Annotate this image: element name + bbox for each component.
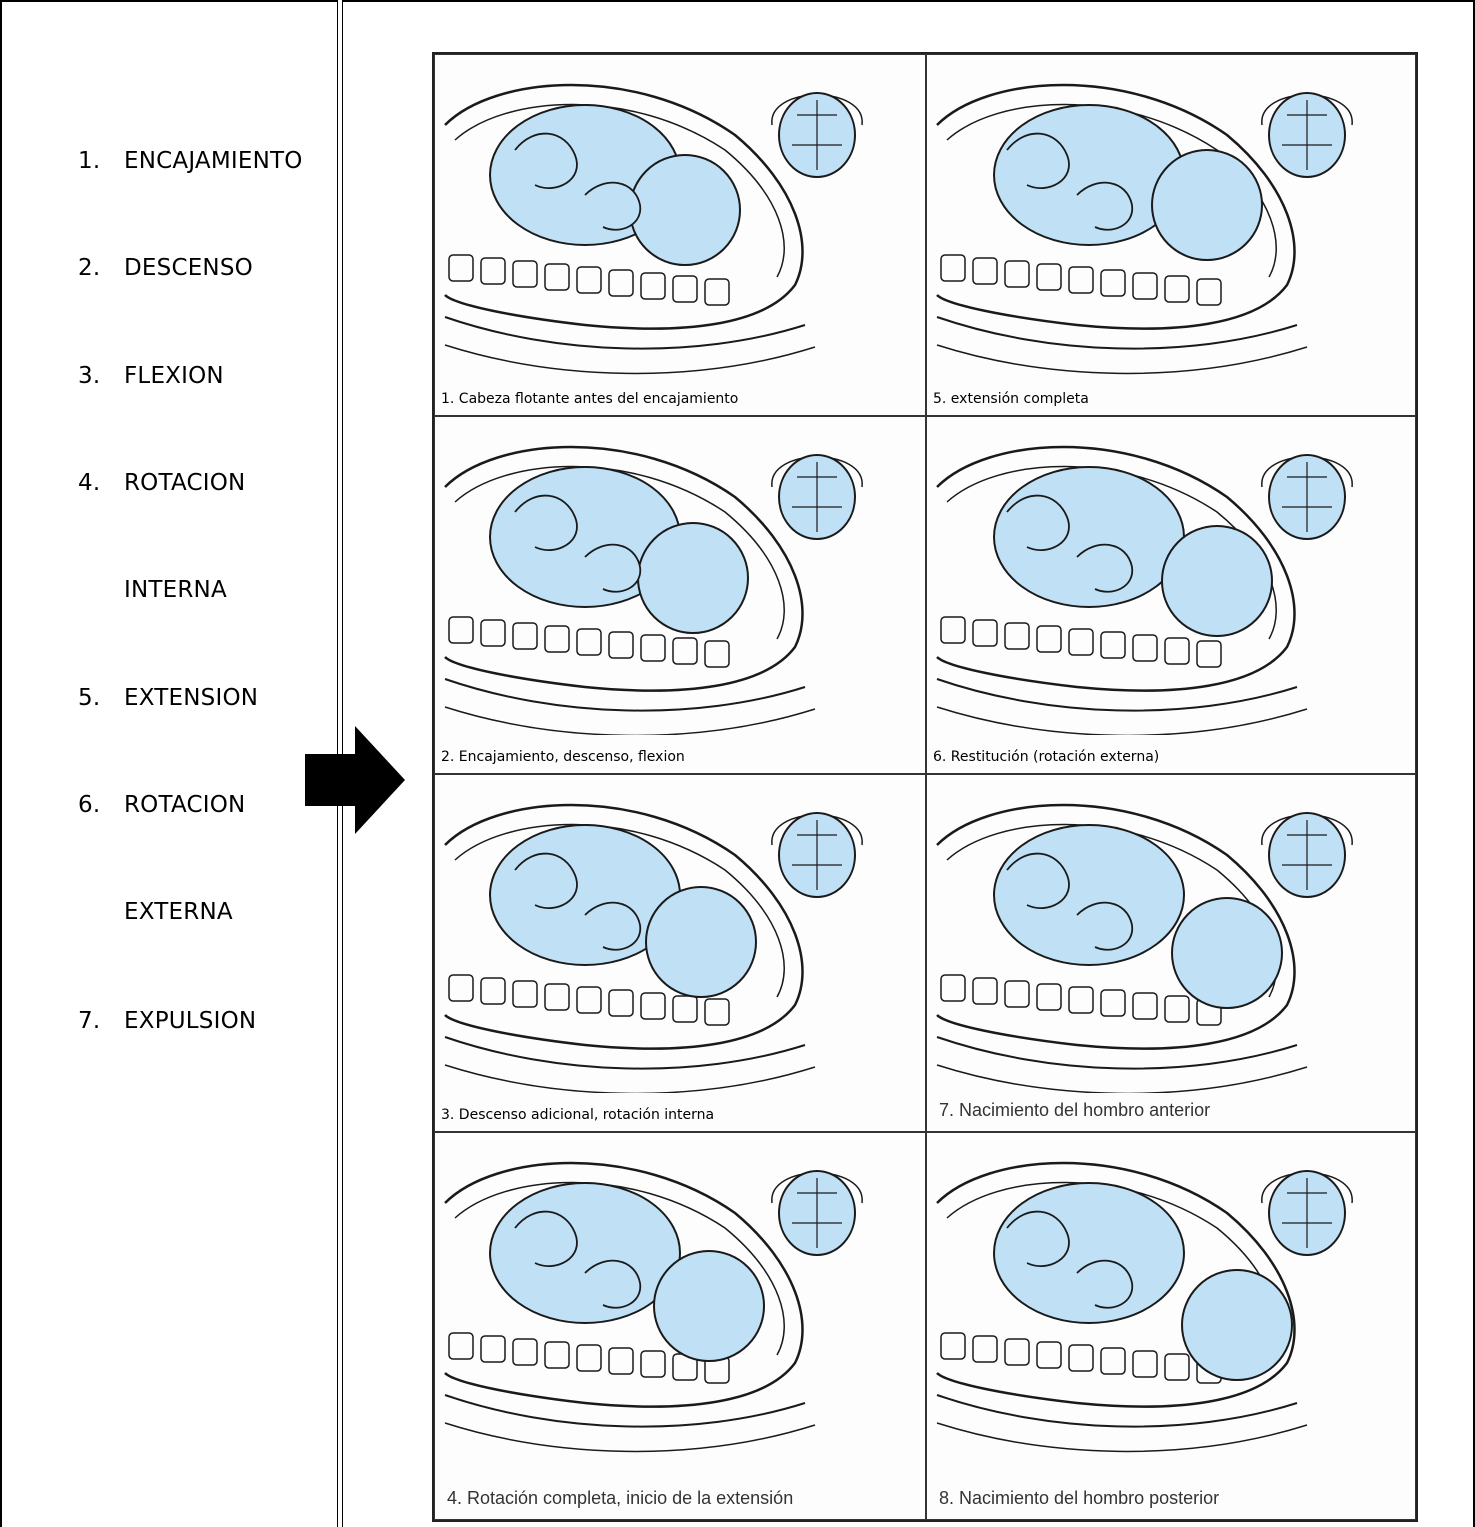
right-arrow-icon: [305, 726, 405, 834]
step-item: 2.DESCENSO: [78, 255, 253, 281]
step-number: 2.: [78, 255, 124, 281]
panel-caption: 6. Restitución (rotación externa): [933, 749, 1159, 765]
birth-position-illustration: [927, 775, 1416, 1093]
step-item: 4.ROTACION: [78, 470, 245, 496]
step-number: 7.: [78, 1008, 124, 1034]
step-label: ROTACION: [124, 470, 245, 496]
birth-position-illustration: [435, 775, 926, 1093]
step-number: 1.: [78, 148, 124, 174]
step-number: 3.: [78, 363, 124, 389]
panel-caption: 8. Nacimiento del hombro posterior: [939, 1488, 1219, 1509]
step-label: EXTERNA: [124, 899, 233, 925]
step-number: 6.: [78, 792, 124, 818]
panel-caption: 4. Rotación completa, inicio de la exten…: [447, 1488, 793, 1509]
step-label: FLEXION: [124, 363, 224, 389]
panel-caption: 3. Descenso adicional, rotación interna: [441, 1107, 714, 1123]
illustration-panel: 2. Encajamiento, descenso, flexion: [434, 416, 926, 774]
panel-caption: 5. extensión completa: [933, 391, 1089, 407]
step-label: DESCENSO: [124, 255, 253, 281]
illustration-panel: 1. Cabeza flotante antes del encajamient…: [434, 54, 926, 416]
step-item: 1.ENCAJAMIENTO: [78, 148, 303, 174]
step-item: 7.EXPULSION: [78, 1008, 256, 1034]
illustration-panel: 4. Rotación completa, inicio de la exten…: [434, 1132, 926, 1520]
step-label: ENCAJAMIENTO: [124, 148, 303, 174]
panel-caption: 1. Cabeza flotante antes del encajamient…: [441, 391, 738, 407]
step-item: 3.FLEXION: [78, 363, 224, 389]
step-number: 5.: [78, 685, 124, 711]
step-item: 6.ROTACION: [78, 792, 245, 818]
birth-position-illustration: [927, 417, 1416, 735]
birth-position-illustration: [435, 417, 926, 735]
illustration-panel: 5. extensión completa: [926, 54, 1416, 416]
illustration-panel: 7. Nacimiento del hombro anterior: [926, 774, 1416, 1132]
step-number: 4.: [78, 470, 124, 496]
step-item: 5.EXTENSION: [78, 685, 258, 711]
labor-mechanism-figure: 1. Cabeza flotante antes del encajamient…: [432, 52, 1418, 1522]
birth-position-illustration: [927, 55, 1416, 377]
step-label: ROTACION: [124, 792, 245, 818]
illustration-panel: 3. Descenso adicional, rotación interna: [434, 774, 926, 1132]
step-label: INTERNA: [124, 577, 227, 603]
step-item: INTERNA: [78, 577, 227, 603]
step-label: EXPULSION: [124, 1008, 256, 1034]
illustration-panel: 8. Nacimiento del hombro posterior: [926, 1132, 1416, 1520]
panel-caption: 2. Encajamiento, descenso, flexion: [441, 749, 685, 765]
illustration-panel: 6. Restitución (rotación externa): [926, 416, 1416, 774]
birth-position-illustration: [435, 1133, 926, 1481]
step-label: EXTENSION: [124, 685, 258, 711]
birth-position-illustration: [927, 1133, 1416, 1481]
step-item: EXTERNA: [78, 899, 233, 925]
panel-caption: 7. Nacimiento del hombro anterior: [939, 1100, 1210, 1121]
birth-position-illustration: [435, 55, 926, 377]
steps-column: [0, 0, 337, 1527]
